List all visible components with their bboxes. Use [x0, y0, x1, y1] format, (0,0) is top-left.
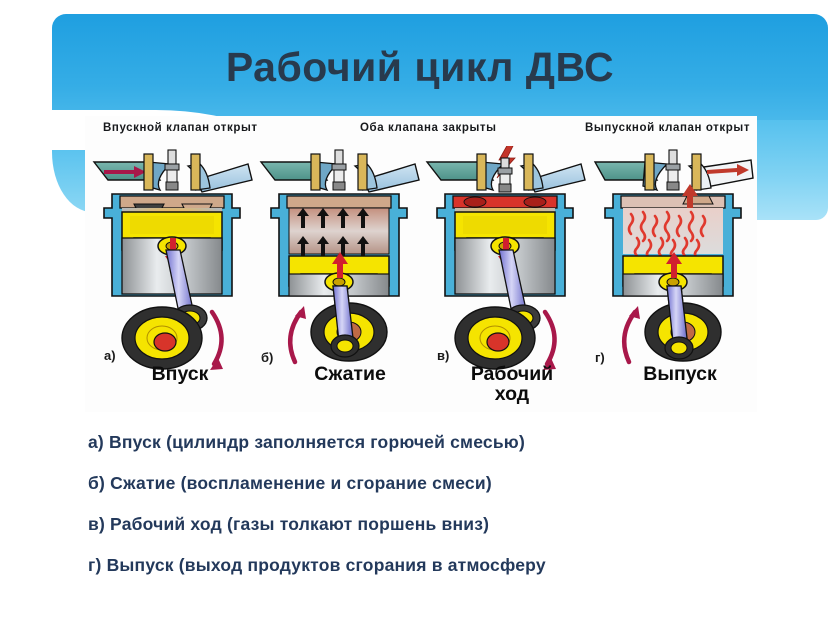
stage-label-compression: Сжатие — [314, 363, 386, 385]
engine-cycle-diagram: Впускной клапан открыт Оба клапана закры… — [85, 116, 757, 412]
valve-caption-both-closed: Оба клапана закрыты — [360, 122, 497, 134]
cylinder-letter-v: в) — [437, 348, 449, 363]
stage-label-power-line1: Рабочий — [470, 363, 554, 385]
bullet-item-b: б) Сжатие (воспламенение и сгорание смес… — [88, 473, 492, 493]
valve-caption-intake-open: Впускной клапан открыт — [103, 122, 258, 134]
cylinder-letter-b: б) — [261, 350, 273, 365]
cylinder-diagram-intake: а) — [92, 149, 253, 370]
bullet-item-g: г) Выпуск (выход продуктов сгорания в ат… — [88, 555, 546, 575]
stage-label-power-line2: ход — [494, 383, 530, 405]
header-right-tail — [744, 120, 828, 220]
cylinder-letter-g: г) — [595, 350, 605, 365]
page-title: Рабочий цикл ДВС — [225, 44, 615, 90]
cylinder-diagram-exhaust: г) — [593, 149, 754, 365]
stage-label-row: Впуск Сжатие Рабочий ход Выпуск — [85, 364, 757, 412]
bullet-item-v: в) Рабочий ход (газы толкают поршень вни… — [88, 514, 490, 534]
cylinder-letter-a: а) — [104, 348, 116, 363]
cylinder-diagram-compression: б) — [259, 149, 420, 365]
bullet-list: а) Впуск (цилиндр заполняется горючей см… — [88, 432, 788, 596]
valve-caption-row: Впускной клапан открыт Оба клапана закры… — [85, 122, 757, 140]
cylinder-diagram-power: в) — [425, 146, 586, 370]
bullet-item-a: а) Впуск (цилиндр заполняется горючей см… — [88, 432, 525, 452]
stage-label-power: Рабочий ход — [437, 364, 587, 404]
stage-label-intake: Впуск — [151, 363, 209, 385]
stage-label-exhaust: Выпуск — [643, 363, 717, 385]
valve-caption-exhaust-open: Выпускной клапан открыт — [585, 122, 751, 134]
